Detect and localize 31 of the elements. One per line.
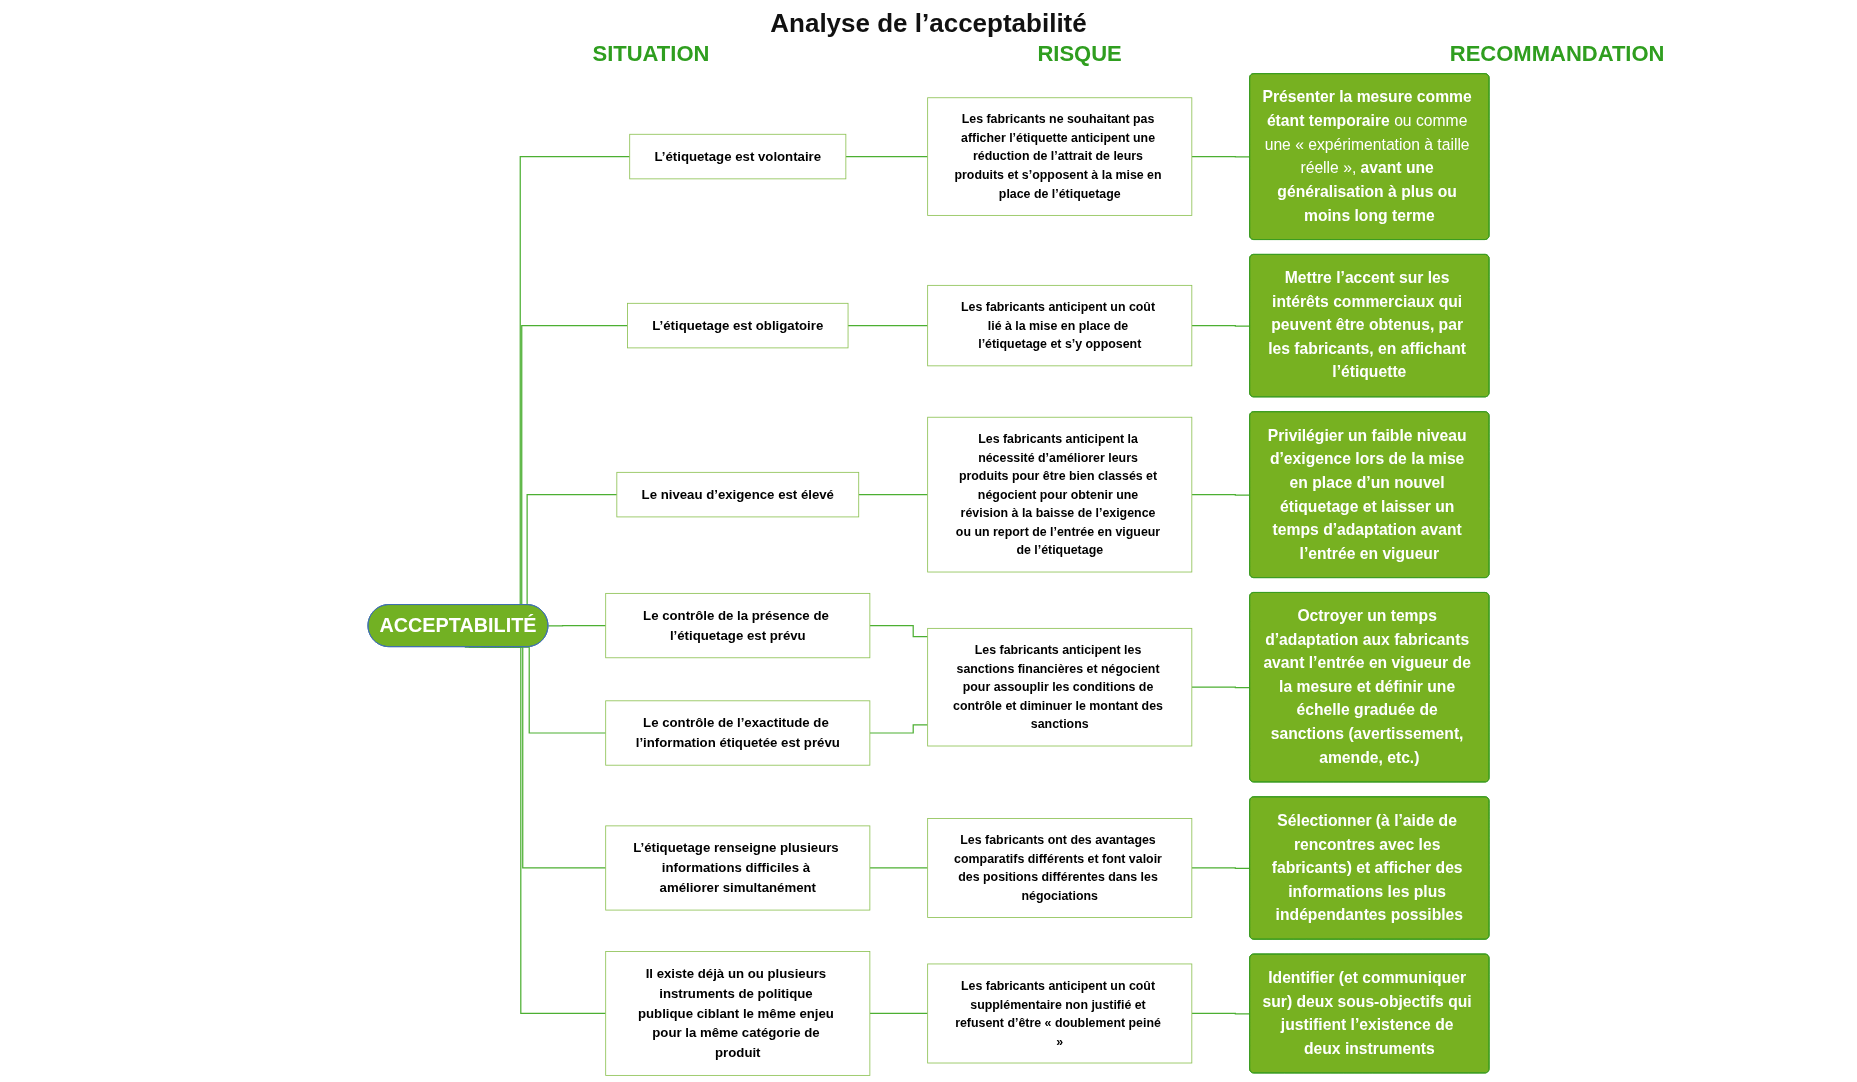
connector <box>1191 155 1251 158</box>
connector <box>1191 1012 1251 1015</box>
column-heading: RISQUE <box>1037 41 1122 67</box>
connector <box>845 155 929 158</box>
connector <box>847 325 929 327</box>
node-box: Les fabricants anticipent les sanctions financières et négocient pour assouplir les conditions de contrôle et diminuer le montant des sanctions <box>927 627 1193 747</box>
node-box: Le contrôle de l’exactitude de l’information étiquetée est prévu <box>605 700 871 766</box>
connector <box>869 624 929 638</box>
node-box: L’étiquetage est obligatoire <box>627 302 849 349</box>
node-box: L’étiquetage renseigne plusieurs informations difficiles à améliorer simultanément <box>605 825 871 911</box>
connector <box>869 867 929 869</box>
node-box: Le niveau d’exigence est élevé <box>616 471 860 518</box>
node-box: Les fabricants anticipent la nécessité d’améliorer leurs produits pour être bien classés et négocient pour obtenir une révision à la baisse de l’exigence ou un report de l’entrée en vigueur de l’étiquetage <box>927 416 1193 573</box>
node-box: Les fabricants ont des avantages comparatifs différents et font valoir des positions différentes dans les négociations <box>927 818 1193 918</box>
node-box: Il existe déjà un ou plusieurs instruments de politique publique ciblant le même enjeu pour la même catégorie de produit <box>605 951 871 1076</box>
connector <box>869 724 929 734</box>
column-heading: RECOMMANDATION <box>1449 41 1665 67</box>
connector <box>547 624 607 627</box>
node-box: Les fabricants ne souhaitant pas afficher l’étiquette anticipent une réduction de l’attrait de leurs produits et s’opposent à la mise en place de l’étiquetage <box>927 97 1193 216</box>
connector <box>1191 325 1251 327</box>
column-heading: SITUATION <box>592 41 710 67</box>
connector <box>1191 867 1251 869</box>
connector <box>858 494 929 496</box>
node-box: Le contrôle de la présence de l’étiquetage est prévu <box>605 592 871 659</box>
connector <box>1191 494 1251 496</box>
node-box: Les fabricants anticipent un coût lié à la mise en place de l’étiquetage et s’y opposent <box>927 284 1193 367</box>
diagram-title: Analyse de l’acceptabilité <box>770 8 1087 39</box>
connector <box>1191 686 1251 689</box>
connector <box>869 1012 929 1015</box>
node-box: Les fabricants anticipent un coût supplémentaire non justifié et refusent d’être « doublement peiné » <box>927 963 1193 1064</box>
node-box: L’étiquetage est volontaire <box>629 133 847 180</box>
